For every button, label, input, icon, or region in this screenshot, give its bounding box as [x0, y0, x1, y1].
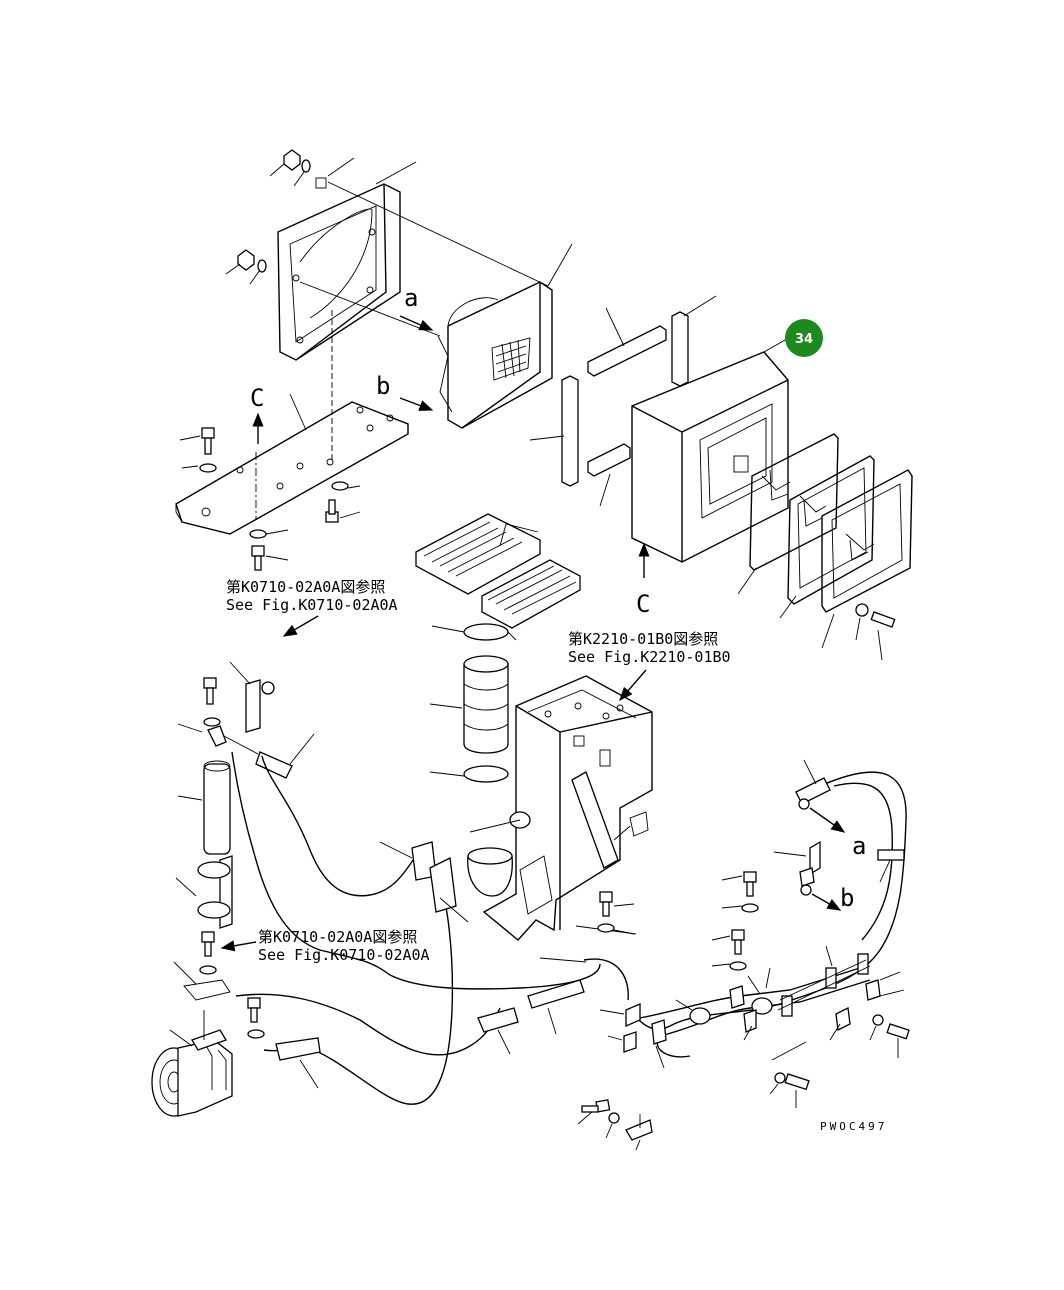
label-a-top: a	[404, 284, 418, 312]
callout-badge-34[interactable]: 34	[785, 319, 823, 357]
ref2-en: See Fig.K2210-01B0	[568, 648, 731, 666]
ref3-jp: 第K0710-02A0A図参照	[258, 928, 417, 946]
ref1-arrow	[282, 615, 319, 637]
label-b-top: b	[376, 372, 390, 400]
duct-assembly	[429, 623, 517, 897]
arrow-a-bottom	[809, 807, 846, 833]
plate-bolts	[179, 427, 361, 571]
ref1-jp: 第K0710-02A0A図参照	[226, 578, 385, 596]
air-filters	[415, 513, 581, 629]
arrow-b-top	[399, 397, 434, 411]
callout-circle[interactable]	[785, 319, 823, 357]
bracket-frame	[469, 675, 653, 941]
compressor	[151, 961, 265, 1117]
lower-pipe-assembly	[599, 945, 910, 1069]
callout-number[interactable]: 34	[795, 332, 813, 347]
drier-bracket	[175, 855, 233, 975]
receiver-drier	[177, 661, 315, 855]
label-b-bottom: b	[840, 884, 854, 912]
ref3-arrow	[220, 940, 257, 952]
arrow-b-bottom	[811, 893, 842, 911]
bottom-bolts	[577, 871, 810, 1151]
refrigerant-hoses	[231, 751, 637, 1105]
blower-unit	[437, 243, 573, 429]
ref3-en: See Fig.K0710-02A0A	[258, 946, 430, 964]
ref1-en: See Fig.K0710-02A0A	[226, 596, 398, 614]
filter-gaskets	[737, 433, 913, 649]
right-hose-loop	[627, 759, 907, 1030]
cover-box	[631, 335, 793, 563]
nut-washer-group-top	[225, 149, 417, 285]
drawing-code: PWOC497	[820, 1120, 887, 1133]
mounting-plate	[175, 310, 409, 535]
ref2-jp: 第K2210-01B0図参照	[568, 630, 718, 648]
label-c-left: C	[250, 384, 264, 412]
label-a-bottom: a	[852, 832, 866, 860]
spacer-bars	[529, 295, 717, 507]
label-c-right: C	[636, 590, 650, 618]
ref2-arrow	[619, 669, 647, 702]
evaporator-housing	[277, 177, 549, 361]
arrow-a-top	[399, 315, 434, 331]
cover-bolt	[855, 603, 896, 661]
